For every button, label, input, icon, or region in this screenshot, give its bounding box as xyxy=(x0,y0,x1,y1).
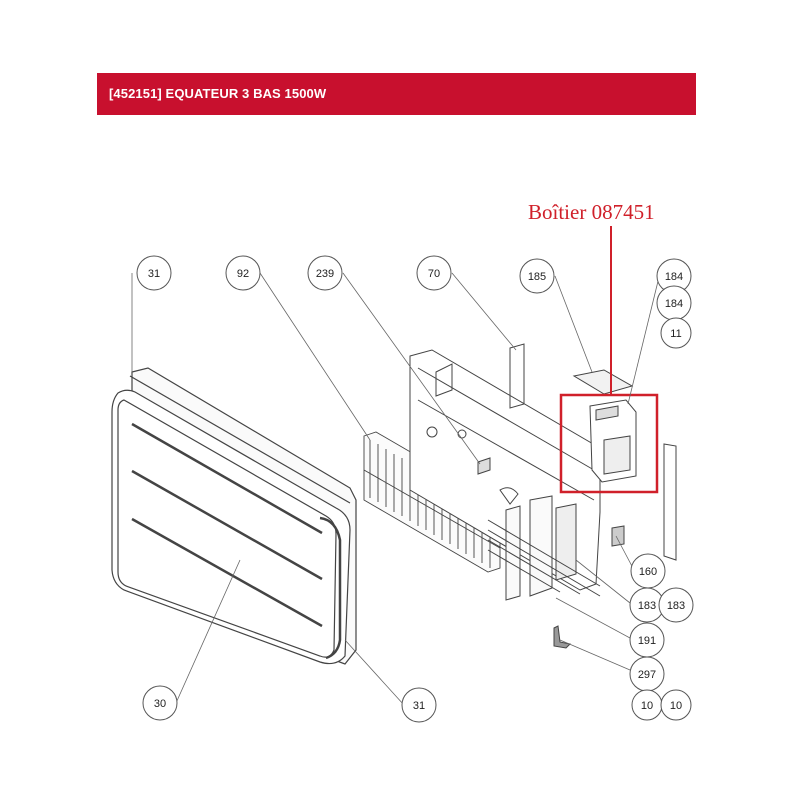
svg-text:10: 10 xyxy=(670,700,682,712)
svg-text:183: 183 xyxy=(667,600,685,612)
callout-10-a: 10 xyxy=(631,689,663,721)
svg-text:70: 70 xyxy=(428,268,440,280)
svg-text:30: 30 xyxy=(154,698,166,710)
svg-text:184: 184 xyxy=(665,298,683,310)
callout-70: 70 xyxy=(416,255,452,291)
svg-text:191: 191 xyxy=(638,635,656,647)
callout-183-a: 183 xyxy=(629,587,665,623)
callout-297: 297 xyxy=(629,656,665,692)
svg-text:185: 185 xyxy=(528,271,546,283)
callout-160: 160 xyxy=(630,553,666,589)
callout-191: 191 xyxy=(629,622,665,658)
svg-text:239: 239 xyxy=(316,268,334,280)
page-title: [452151] EQUATEUR 3 BAS 1500W xyxy=(109,86,327,101)
svg-text:92: 92 xyxy=(237,268,249,280)
front-panel xyxy=(111,367,357,665)
svg-text:10: 10 xyxy=(641,700,653,712)
header-bar: [452151] EQUATEUR 3 BAS 1500W xyxy=(97,73,696,115)
small-parts xyxy=(553,525,625,649)
svg-text:160: 160 xyxy=(639,566,657,578)
callout-184-a: 184 xyxy=(656,258,692,294)
svg-text:183: 183 xyxy=(638,600,656,612)
svg-text:184: 184 xyxy=(665,271,683,283)
svg-text:297: 297 xyxy=(638,669,656,681)
callout-239: 239 xyxy=(307,255,343,291)
svg-text:31: 31 xyxy=(148,268,160,280)
svg-text:31: 31 xyxy=(413,700,425,712)
callout-184-b: 184 xyxy=(656,285,692,321)
callout-31-bottom: 31 xyxy=(401,687,437,723)
callout-30: 30 xyxy=(142,685,178,721)
svg-text:11: 11 xyxy=(670,328,681,340)
callout-185: 185 xyxy=(519,258,555,294)
back-chassis xyxy=(409,343,601,601)
callout-92: 92 xyxy=(225,255,261,291)
boitier-highlight-box xyxy=(559,393,659,494)
callout-183-b: 183 xyxy=(658,587,694,623)
leader-lines xyxy=(131,272,661,706)
callout-10-b: 10 xyxy=(660,689,692,721)
callout-31-top: 31 xyxy=(136,255,172,291)
callout-11: 11 xyxy=(660,317,692,349)
boitier-annotation-label: Boîtier 087451 xyxy=(528,200,655,224)
